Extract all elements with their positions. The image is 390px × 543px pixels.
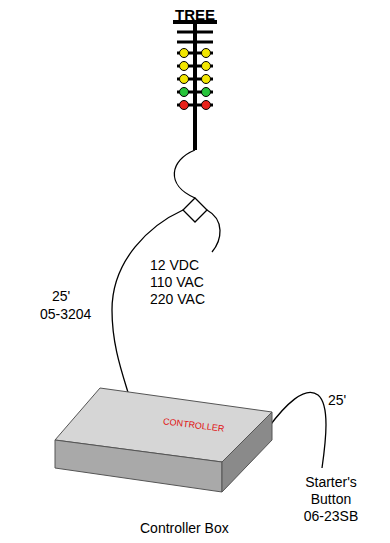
spec-label: 12 VDC [150,257,199,274]
controller-box: CONTROLLERController Box [50,380,280,540]
spec-label: 25' [328,392,346,409]
spec-label: 110 VAC [150,274,204,291]
spec-label: 05-3204 [40,306,91,323]
part-label: Starter's Button 06-23SB [299,474,363,525]
box-outline [50,380,280,540]
box-heading: Controller Box [140,520,229,537]
spec-label: 220 VAC [150,291,205,308]
spec-label: 25' [52,288,70,305]
title-label: TREE [175,6,215,23]
